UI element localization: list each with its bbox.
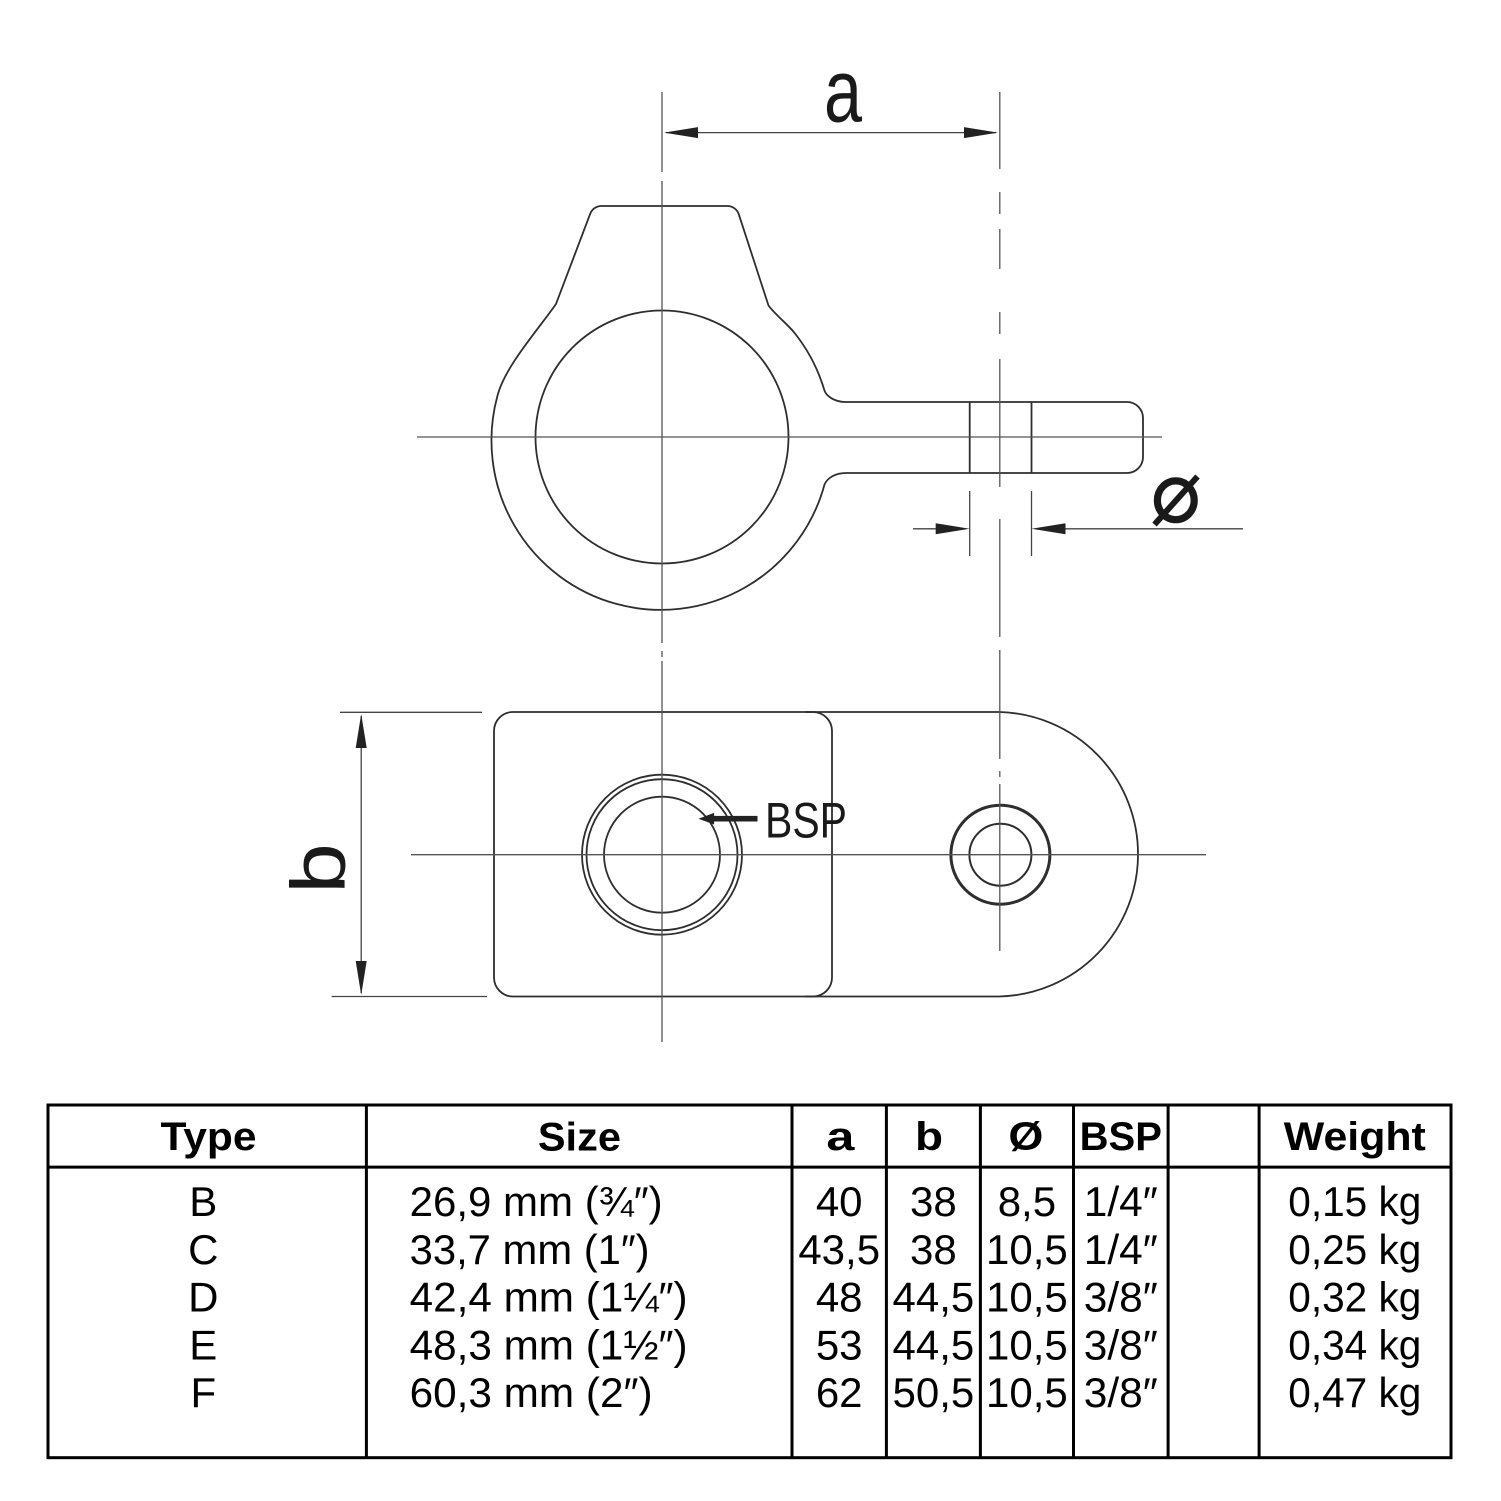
svg-text:b: b [915,1115,943,1159]
svg-text:b: b [276,843,362,894]
svg-text:3/8″: 3/8″ [1084,1274,1158,1321]
svg-text:53: 53 [816,1321,863,1368]
svg-text:3/8″: 3/8″ [1084,1321,1158,1368]
svg-text:48,3 mm (1½″): 48,3 mm (1½″) [410,1321,688,1368]
svg-text:40: 40 [816,1178,863,1225]
svg-text:D: D [188,1274,218,1321]
svg-text:44,5: 44,5 [893,1274,975,1321]
svg-text:10,5: 10,5 [986,1369,1068,1416]
svg-text:38: 38 [910,1178,957,1225]
svg-text:0,34 kg: 0,34 kg [1288,1321,1421,1368]
svg-text:50,5: 50,5 [893,1369,975,1416]
svg-text:Type: Type [161,1115,257,1159]
svg-text:C: C [188,1226,218,1273]
svg-text:33,7 mm (1″): 33,7 mm (1″) [410,1226,650,1273]
svg-text:B: B [189,1178,217,1225]
svg-text:1/4″: 1/4″ [1084,1226,1158,1273]
svg-text:10,5: 10,5 [986,1274,1068,1321]
svg-text:0,15 kg: 0,15 kg [1288,1178,1421,1225]
svg-text:60,3 mm (2″): 60,3 mm (2″) [410,1369,653,1416]
svg-text:Size: Size [538,1116,621,1160]
svg-text:E: E [189,1321,217,1368]
svg-text:0,32 kg: 0,32 kg [1288,1274,1421,1321]
svg-text:48: 48 [816,1274,863,1321]
svg-text:44,5: 44,5 [893,1321,975,1368]
svg-text:42,4 mm (1¼″): 42,4 mm (1¼″) [410,1274,688,1321]
svg-text:a: a [824,41,862,141]
svg-text:BSP: BSP [765,792,847,848]
svg-text:62: 62 [816,1369,863,1416]
svg-text:3/8″: 3/8″ [1084,1369,1158,1416]
svg-text:F: F [190,1369,216,1416]
svg-text:1/4″: 1/4″ [1084,1178,1158,1225]
svg-text:8,5: 8,5 [998,1178,1056,1225]
svg-text:Weight: Weight [1284,1115,1426,1159]
svg-text:Ø: Ø [1008,1115,1043,1159]
svg-text:0,47 kg: 0,47 kg [1288,1369,1421,1416]
svg-text:10,5: 10,5 [986,1226,1068,1273]
svg-text:0,25 kg: 0,25 kg [1288,1226,1421,1273]
svg-text:38: 38 [910,1226,957,1273]
svg-text:26,9 mm (¾″): 26,9 mm (¾″) [410,1178,663,1225]
svg-text:BSP: BSP [1080,1115,1162,1159]
svg-text:a: a [826,1115,855,1159]
svg-text:10,5: 10,5 [986,1321,1068,1368]
svg-text:43,5: 43,5 [798,1226,880,1273]
